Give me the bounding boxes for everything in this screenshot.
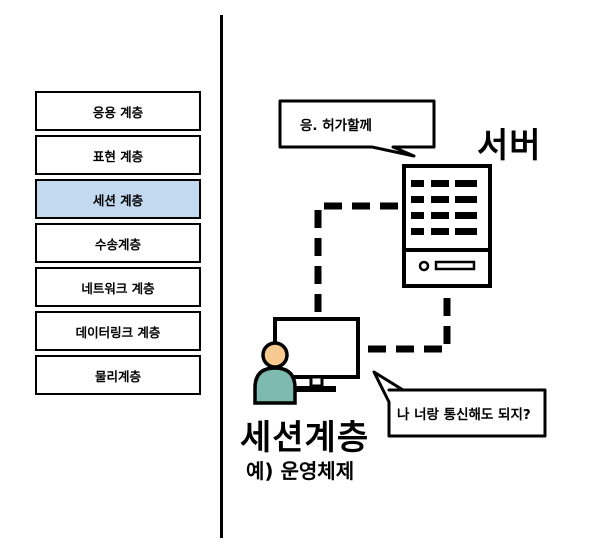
connection-client-to-server <box>314 202 400 312</box>
layer-transport: 수송계층 <box>35 223 201 263</box>
connection-server-to-client <box>368 289 451 353</box>
client-speech-text: 나 너랑 통신해도 되지? <box>397 407 531 423</box>
vertical-divider <box>220 15 223 538</box>
server-label: 서버 <box>477 126 542 166</box>
server-icon <box>402 164 492 288</box>
connection-lines <box>314 202 451 353</box>
layer-datalink: 데이터링크 계층 <box>35 311 201 351</box>
layer-physical: 물리계층 <box>35 355 201 395</box>
user-icon <box>253 341 297 405</box>
session-title: 세션계층 <box>240 418 370 458</box>
speech-bubble-client <box>372 370 547 438</box>
server-speech-text: 응. 허가할께 <box>300 118 372 134</box>
layer-session: 세션 계층 <box>35 179 201 219</box>
layer-presentation: 표현 계층 <box>35 135 201 175</box>
layer-network: 네트워크 계층 <box>35 267 201 307</box>
speech-bubble-server <box>278 99 436 158</box>
osi-layer-list: 응용 계층 표현 계층 세션 계층 수송계층 네트워크 계층 데이터링크 계층 … <box>35 91 201 399</box>
layer-application: 응용 계층 <box>35 91 201 131</box>
session-example: 예) 운영체제 <box>246 459 355 483</box>
